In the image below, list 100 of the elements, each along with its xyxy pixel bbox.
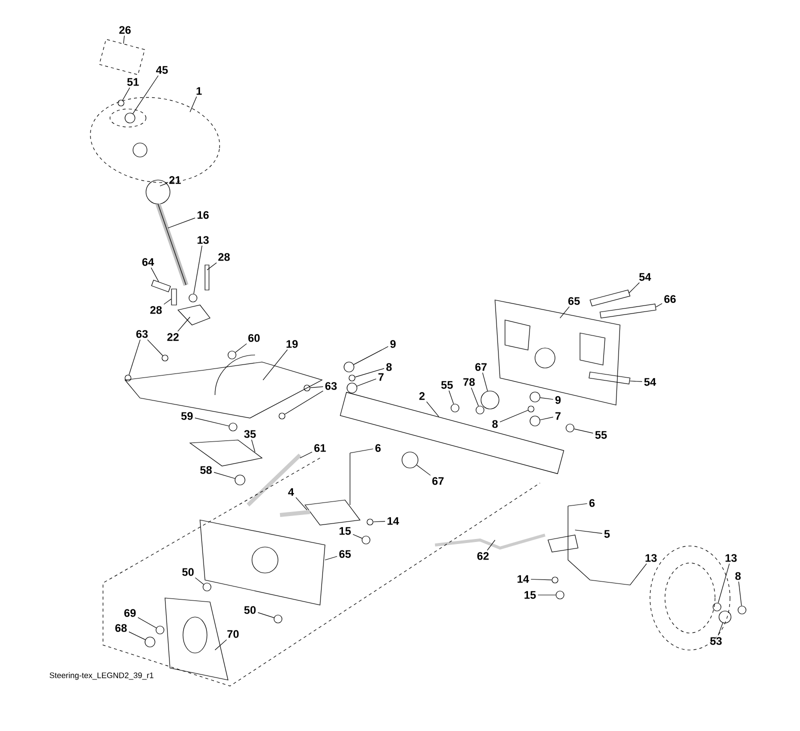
leader-line [138,617,157,628]
leader-line [190,96,197,112]
washer [362,536,370,544]
leader-line [284,390,324,415]
leader-line [123,35,125,44]
leader-line [356,378,376,386]
leader-line [540,397,554,400]
leader-line [160,182,168,186]
leader-line [235,343,247,353]
washer [530,392,540,402]
callout-number: 62 [477,552,489,560]
callout-number: 35 [244,430,256,438]
callout-number: 65 [568,297,580,305]
washer [348,374,356,382]
leader-line [206,262,217,270]
washer [476,406,484,414]
washer [124,112,136,124]
leader-line [214,472,236,479]
leader-line [416,464,431,476]
callout-number: 64 [142,258,154,266]
callout-number: 14 [518,575,530,583]
callout-number: 61 [314,444,326,452]
leader-line [150,267,159,282]
leader-line [630,563,647,586]
washer [228,422,238,432]
leader-line [373,521,386,522]
callout-number: 63 [136,330,148,338]
leader-line [214,639,227,650]
washer [162,354,168,362]
washer [234,474,246,486]
leader-line [193,245,202,294]
callout-number: 1 [196,87,202,95]
leader-line [538,594,556,596]
leader-line [324,556,338,560]
washer [228,350,236,360]
callout-number: 26 [119,26,131,34]
leader-line [540,416,554,420]
washer [188,294,198,302]
callout-number: 54 [639,273,652,281]
callout-number: 15 [340,527,351,535]
callout-number: 13 [726,554,737,562]
callout-number: 54 [644,378,656,386]
callout-number: 21 [169,176,181,184]
leader-line [122,87,130,100]
leader-line [168,218,196,228]
leader-line [574,530,602,534]
callout-number: 55 [441,381,453,389]
washer [304,384,310,392]
callout-number: 69 [124,609,136,617]
callout-number: 63 [325,382,337,390]
leader-line [486,540,496,551]
callout-number: 60 [248,334,260,342]
callout-number: 67 [475,363,487,371]
washer [124,374,132,382]
callout-number: 6 [375,444,381,452]
callout-number: 15 [524,591,536,599]
callout-number: 28 [150,306,162,314]
callout-number: 28 [218,253,230,261]
axle-beam [340,392,564,474]
leader-line [194,418,230,426]
callout-number: 7 [378,373,384,381]
washer [566,424,574,432]
washer [738,606,746,614]
leader-line [251,439,256,452]
callout-number: 8 [386,363,392,371]
washer [552,576,558,584]
callout-number: 19 [286,340,298,348]
callout-number: 70 [227,630,239,638]
bolt [171,288,177,306]
leader-line [262,349,288,380]
washer [556,590,564,600]
leader-line [147,339,164,356]
leader-line [718,563,730,604]
callout-number: 58 [200,466,212,474]
leader-line [300,452,312,458]
callout-number: 66 [664,295,676,303]
bolt [151,280,171,292]
callout-number: 78 [463,378,475,386]
callout-number: 7 [555,412,561,420]
leader-line [296,497,308,510]
leader-line [350,448,374,454]
leader-line [738,581,742,606]
callout-number: 67 [432,477,444,485]
leader-line [132,75,159,114]
leader-line [574,428,594,434]
washer [530,416,540,426]
washer [718,610,732,624]
leader-line [500,410,528,422]
callout-number: 8 [735,572,741,580]
callout-number: 2 [419,392,425,400]
leader-line [448,390,454,404]
callout-number: 68 [115,624,127,632]
callout-number: 51 [127,78,139,86]
washer [118,100,124,106]
callout-number: 53 [710,637,722,645]
leader-line [128,339,140,376]
callout-number: 59 [181,412,193,420]
leader-line [560,306,570,318]
callout-number: 9 [555,396,561,404]
callout-number: 13 [198,236,209,244]
